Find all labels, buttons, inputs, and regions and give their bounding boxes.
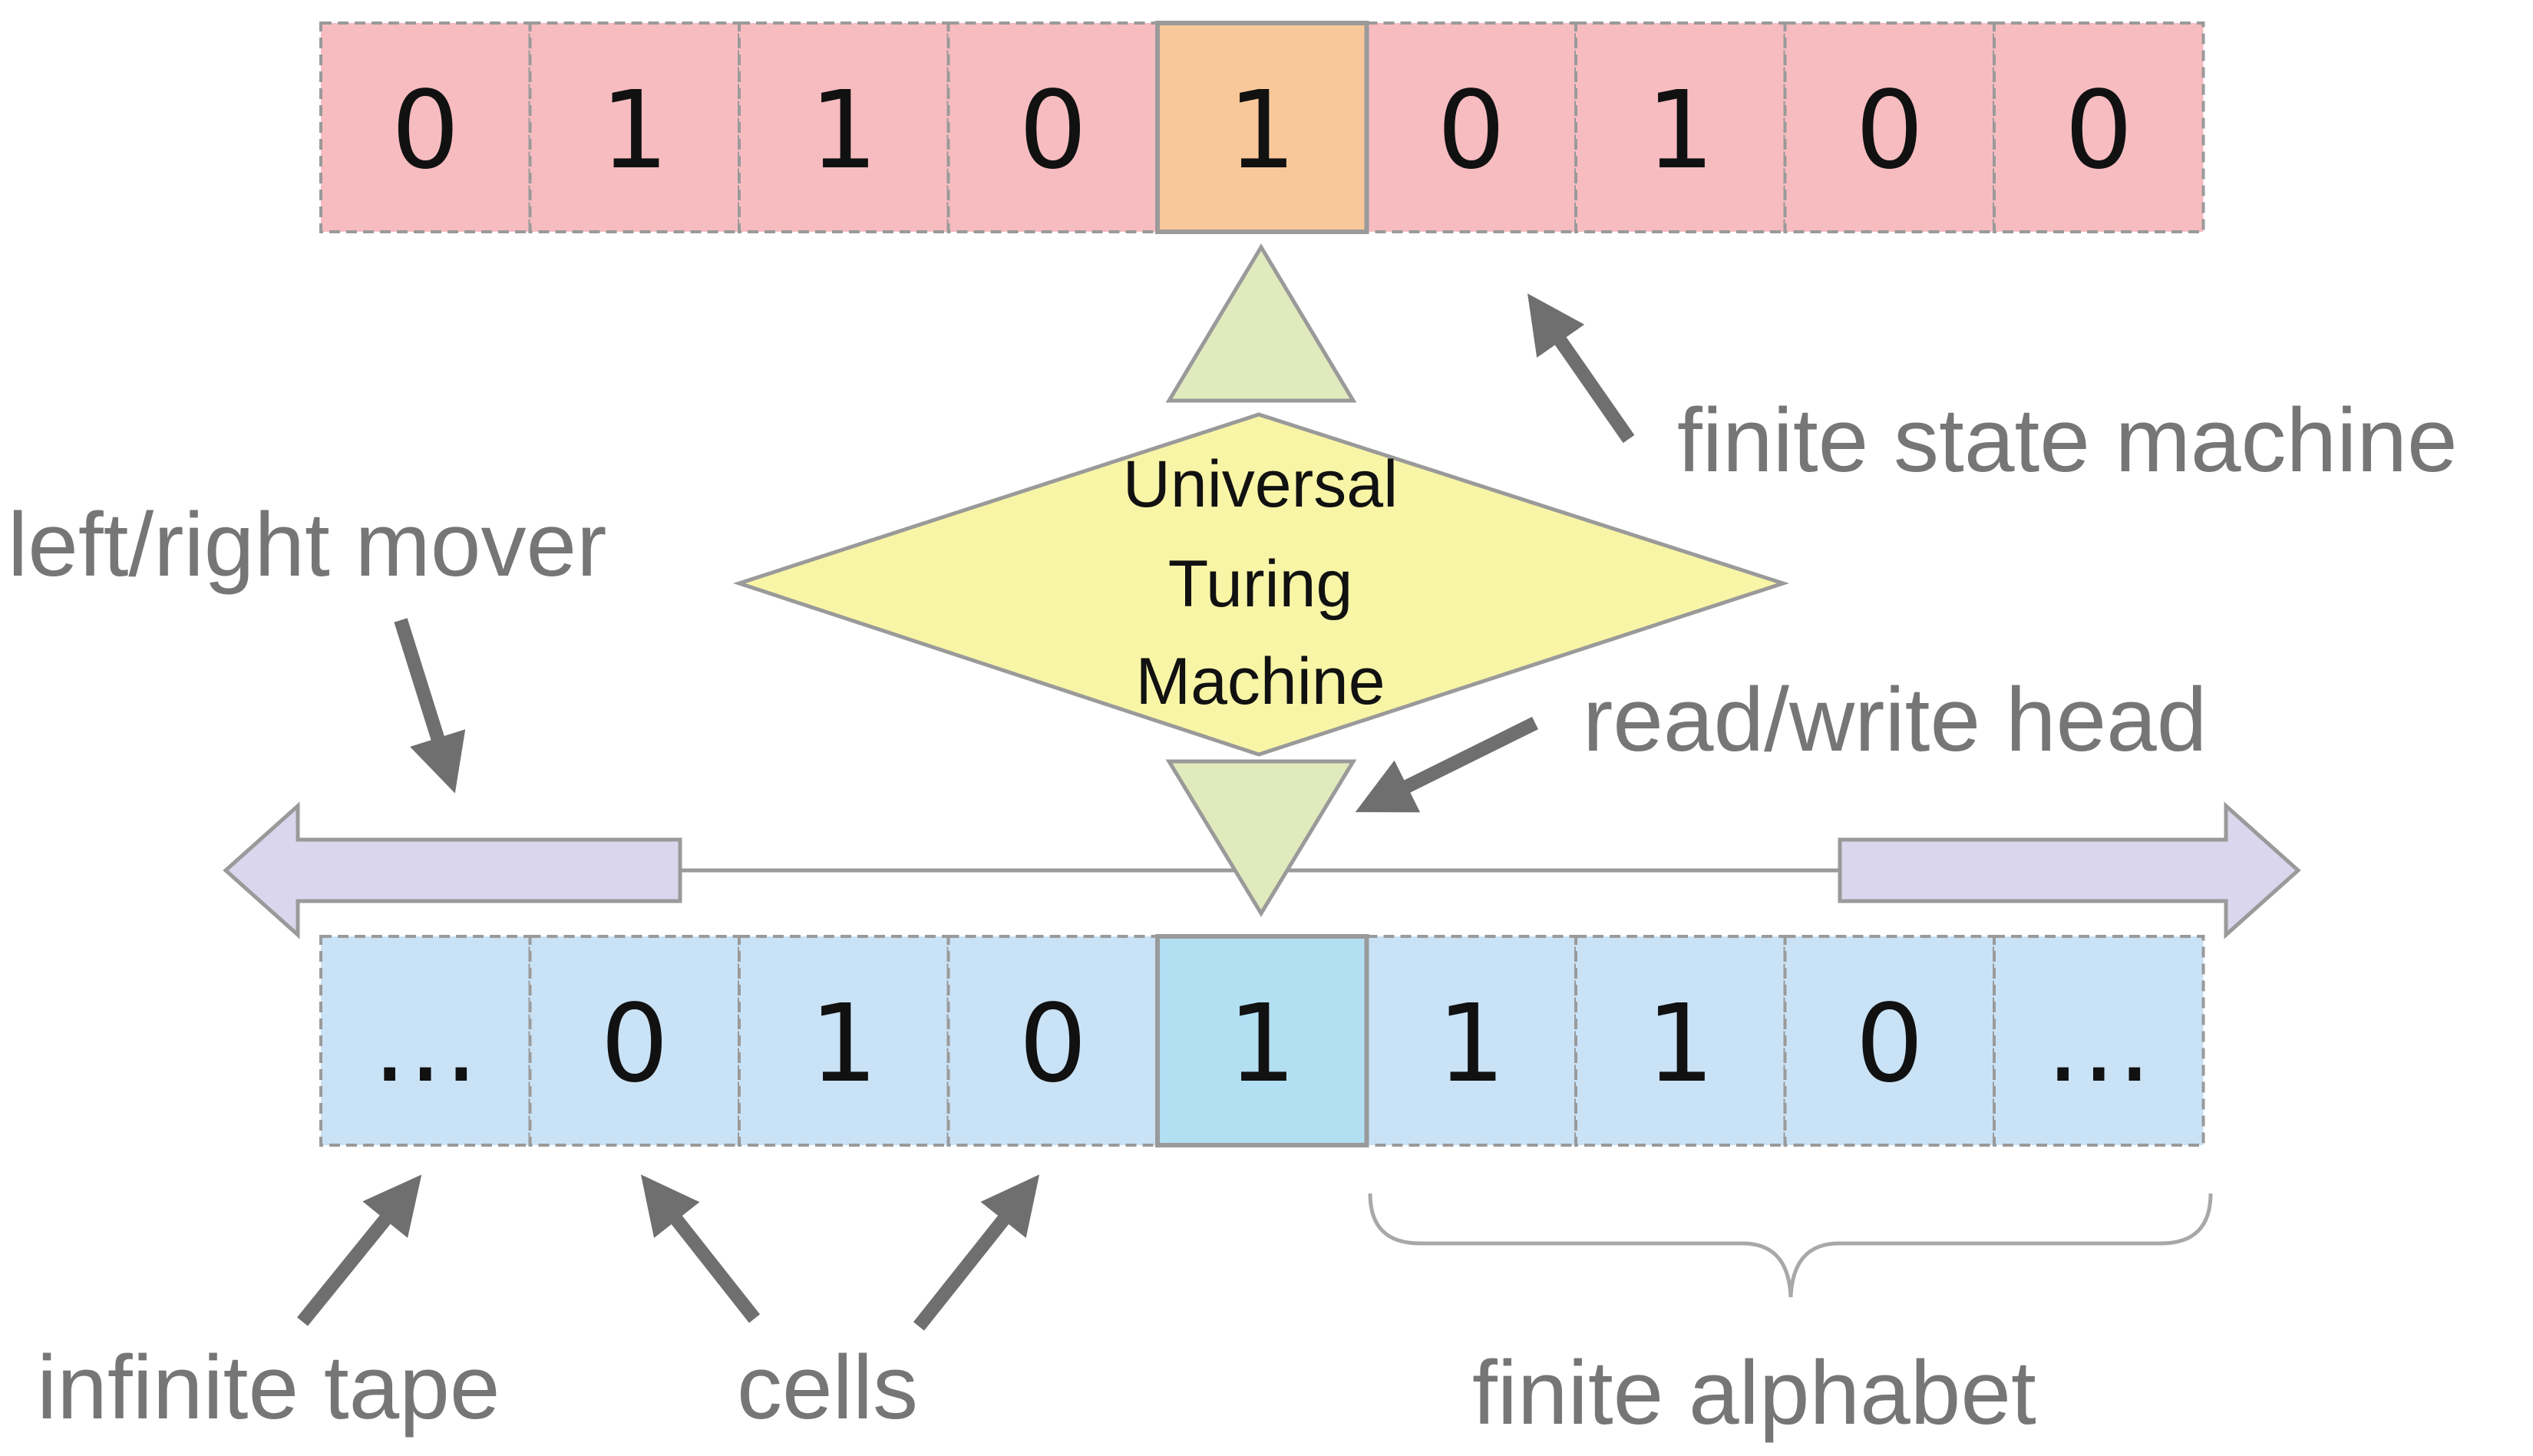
top-tape-cell-value: 0 [391, 68, 460, 193]
top-tape-cell-value: 0 [1019, 68, 1087, 193]
bottom-tape: … 0 1 0 1 1 1 0 … [319, 934, 2205, 1147]
finite-alphabet-brace [1368, 1193, 2213, 1298]
top-tape-cell [946, 21, 1159, 233]
bottom-tape-cell [1783, 935, 1996, 1147]
top-tape-cell-value: 0 [1437, 68, 1505, 193]
bottom-tape-cell-value: 1 [810, 982, 878, 1107]
upper-head-triangle [1165, 243, 1357, 403]
finite-state-machine-pointer-arrow [1527, 293, 1635, 444]
bottom-tape-cell-value: 0 [1855, 982, 1924, 1107]
bottom-tape-cell-value: 1 [1437, 982, 1505, 1107]
top-tape-cell [1993, 21, 2205, 233]
bottom-tape-cell [1993, 935, 2205, 1147]
top-tape-cell [1574, 21, 1787, 233]
left-right-mover-pointer-arrow [394, 618, 466, 794]
left-mover-arrow [223, 801, 682, 939]
bottom-tape-cell [1574, 935, 1787, 1147]
bottom-tape-cell-value: 1 [1646, 982, 1715, 1107]
bottom-tape-cell-value: 0 [600, 982, 669, 1107]
top-tape-cell [1365, 21, 1577, 233]
cells-right-pointer-arrow [913, 1174, 1040, 1331]
top-tape-cell-value: 0 [2065, 68, 2133, 193]
read-write-head-pointer-arrow [1355, 716, 1538, 813]
top-tape-cell [738, 21, 950, 233]
finite-state-machine-label: finite state machine [1677, 390, 2458, 491]
bottom-tape-cell [738, 935, 950, 1147]
infinite-tape-label: infinite tape [37, 1337, 500, 1438]
machine-diamond [732, 412, 1790, 757]
read-write-head-label: read/write head [1583, 669, 2207, 771]
cells-left-pointer-arrow [640, 1174, 761, 1323]
bottom-tape-cell-value: … [2045, 982, 2152, 1107]
top-tape-cell [319, 21, 532, 233]
top-tape-cell-value: 1 [1646, 68, 1715, 193]
top-tape-cell-value: 1 [1228, 68, 1296, 193]
bottom-tape-cell-value: 1 [1228, 982, 1296, 1107]
bottom-tape-cell-value: … [372, 982, 479, 1107]
infinite-tape-pointer-arrow [297, 1174, 422, 1326]
top-tape-cell [528, 21, 741, 233]
bottom-tape-cell-value: 0 [1019, 982, 1087, 1107]
bottom-tape-head-cell-border [1155, 934, 1369, 1147]
right-mover-arrow [1838, 801, 2301, 939]
bottom-tape-cell [946, 935, 1159, 1147]
top-tape-cell-value: 1 [810, 68, 878, 193]
finite-alphabet-label: finite alphabet [1472, 1342, 2036, 1444]
cells-label: cells [737, 1337, 918, 1438]
machine-label-line-3: Machine [1135, 645, 1385, 718]
top-tape: 0 1 1 0 1 0 1 0 0 [319, 21, 2205, 234]
bottom-tape-cell [319, 935, 532, 1147]
bottom-tape-cell [1365, 935, 1577, 1147]
top-tape-cell-value: 0 [1855, 68, 1924, 193]
lower-head-triangle [1165, 759, 1357, 917]
top-tape-cell [1783, 21, 1996, 233]
top-tape-cell-value: 1 [600, 68, 669, 193]
machine-label-line-2: Turing [1168, 547, 1353, 621]
machine-label-line-1: Universal [1123, 447, 1398, 521]
left-right-mover-label: left/right mover [8, 494, 606, 596]
top-tape-head-cell-border [1155, 21, 1369, 234]
